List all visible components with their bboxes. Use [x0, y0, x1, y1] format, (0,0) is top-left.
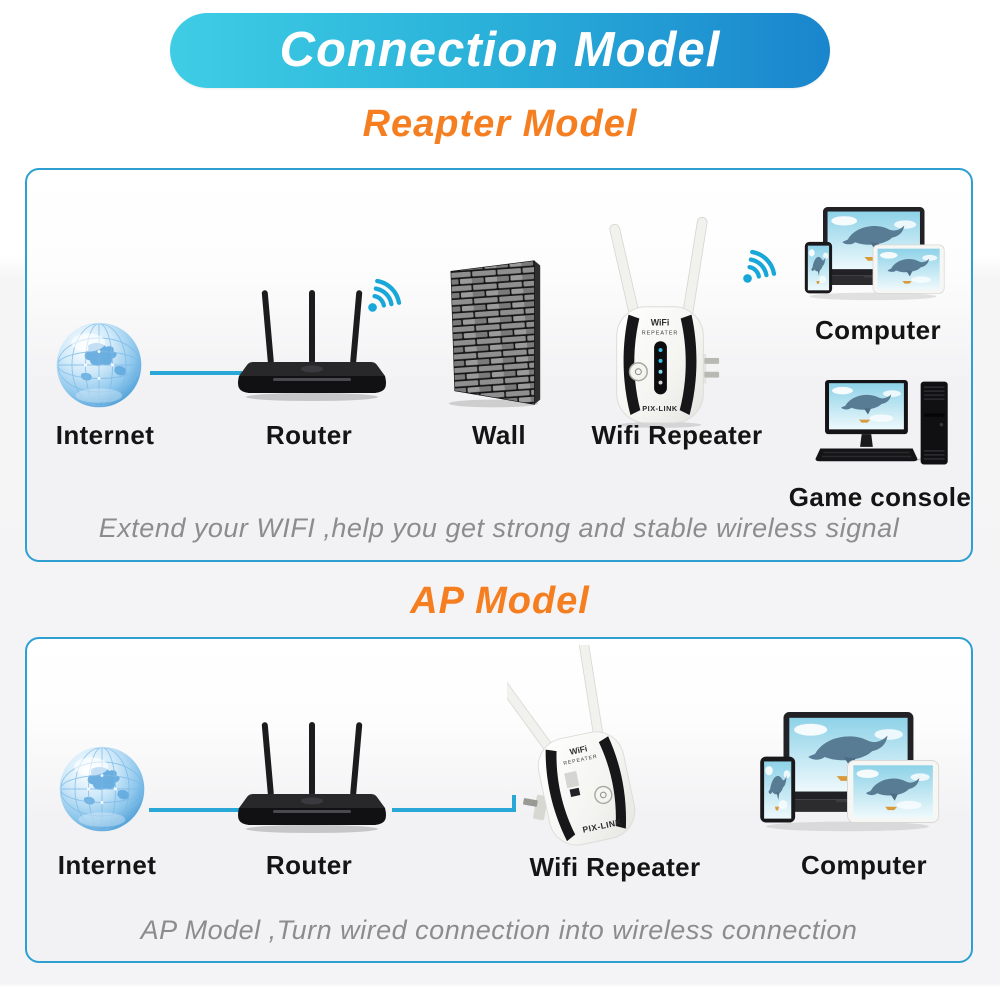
ap-model-caption: AP Model ,Turn wired connection into wir… — [140, 915, 858, 945]
repeater-logo-line1: WiFi — [569, 743, 588, 756]
computer-devices-icon — [750, 712, 945, 840]
internet-globe-icon — [54, 320, 144, 410]
repeater-model-panel: Internet Router Wall WiFi REPEATER — [25, 168, 973, 562]
internet-label: Internet — [55, 420, 155, 450]
router-icon — [237, 720, 387, 835]
title-banner: Connection Model — [170, 13, 830, 88]
wifi-repeater-label: Wifi Repeater — [591, 420, 763, 450]
computer-label: Computer — [801, 850, 927, 880]
internet-globe-icon — [57, 744, 147, 834]
repeater-model-caption: Extend your WIFI ,help you get strong an… — [98, 513, 900, 543]
connector-router-repeater — [392, 808, 516, 812]
wifi-repeater-icon: WiFi REPEATER PIX-LINK — [507, 645, 636, 846]
wall-label: Wall — [471, 420, 527, 450]
wall-icon — [445, 258, 547, 410]
game-console-icon — [812, 380, 952, 474]
connector-internet-router — [150, 371, 242, 375]
wifi-signal-icon — [737, 243, 783, 289]
game-console-label: Game console — [788, 482, 972, 512]
wifi-signal-icon — [362, 272, 408, 318]
wifi-repeater-icon: WiFi REPEATER PIX-LINK — [609, 216, 720, 428]
connector-router-repeater-elbow — [512, 795, 516, 812]
router-label: Router — [265, 420, 353, 450]
ap-model-panel: Internet Router WiFi REPEATER — [25, 637, 973, 963]
repeater-logo-line2: REPEATER — [642, 330, 679, 336]
repeater-model-heading: Reapter Model — [362, 103, 638, 145]
repeater-logo-line1: WiFi — [651, 317, 670, 327]
page-title: Connection Model — [279, 22, 721, 77]
repeater-brand-text: PIX-LINK — [642, 404, 678, 413]
internet-label: Internet — [57, 850, 157, 880]
wifi-repeater-label: Wifi Repeater — [529, 852, 701, 882]
computer-label: Computer — [815, 315, 941, 345]
computer-devices-icon — [797, 207, 949, 307]
ap-model-heading: AP Model — [410, 580, 590, 622]
connector-internet-router — [149, 808, 241, 812]
router-label: Router — [265, 850, 353, 880]
